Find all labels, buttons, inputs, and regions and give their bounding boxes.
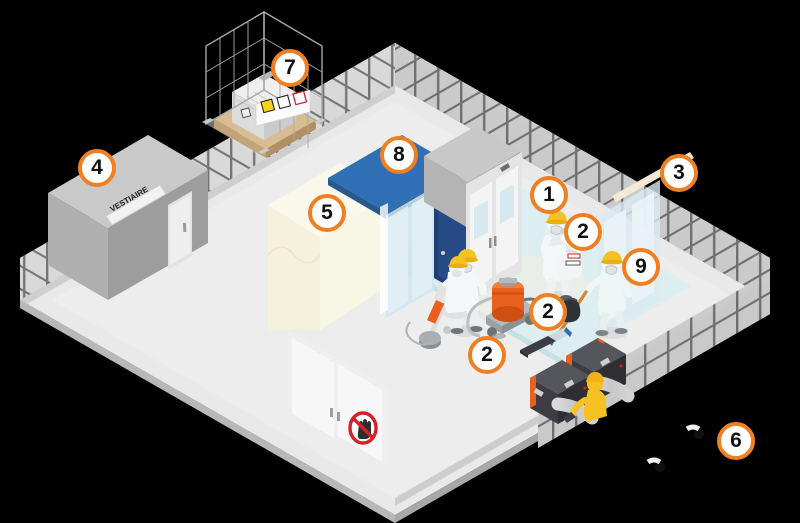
marker-7-caged-ibc-storage[interactable]: 7 bbox=[271, 49, 309, 87]
changing-room-block[interactable]: VESTIAIRE bbox=[48, 135, 208, 300]
mandatory-pictogram bbox=[276, 94, 292, 110]
airlock-door-wall[interactable] bbox=[466, 152, 522, 304]
vacuum-drum bbox=[492, 277, 524, 322]
worker-at-air-machine[interactable] bbox=[563, 372, 607, 423]
worker-at-decon-door[interactable] bbox=[444, 256, 468, 319]
hazard-placards bbox=[240, 89, 311, 127]
hepa-vacuum[interactable] bbox=[466, 277, 542, 338]
marker-9-sealed-doorway[interactable]: 9 bbox=[622, 248, 660, 286]
waste-bag bbox=[555, 250, 583, 281]
caged-ibc-storage[interactable] bbox=[202, 10, 326, 158]
no-entry-sign bbox=[348, 411, 378, 445]
marker-6-wall-penetrations[interactable]: 6 bbox=[717, 422, 755, 460]
front-wall-doors[interactable] bbox=[288, 330, 388, 464]
wall-back-right bbox=[395, 43, 770, 300]
hazard-diamond-pictogram bbox=[292, 90, 308, 106]
wall-front-left bbox=[20, 300, 395, 523]
marker-2-waste-bagging[interactable]: 2 bbox=[564, 213, 602, 251]
marker-5-protective-sheeting[interactable]: 5 bbox=[308, 194, 346, 232]
marker-2-hepa-vacuum[interactable]: 2 bbox=[529, 293, 567, 331]
marker-3-containment-wall[interactable]: 3 bbox=[660, 154, 698, 192]
warning-pictogram bbox=[260, 98, 276, 114]
marker-8-decontamination-unit[interactable]: 8 bbox=[380, 136, 418, 174]
marker-4-changing-room[interactable]: 4 bbox=[78, 149, 116, 187]
marker-1-operator-airlock[interactable]: 1 bbox=[530, 176, 568, 214]
marker-2-floor-scrubber[interactable]: 2 bbox=[468, 336, 506, 374]
wall-penetrations bbox=[646, 424, 704, 472]
